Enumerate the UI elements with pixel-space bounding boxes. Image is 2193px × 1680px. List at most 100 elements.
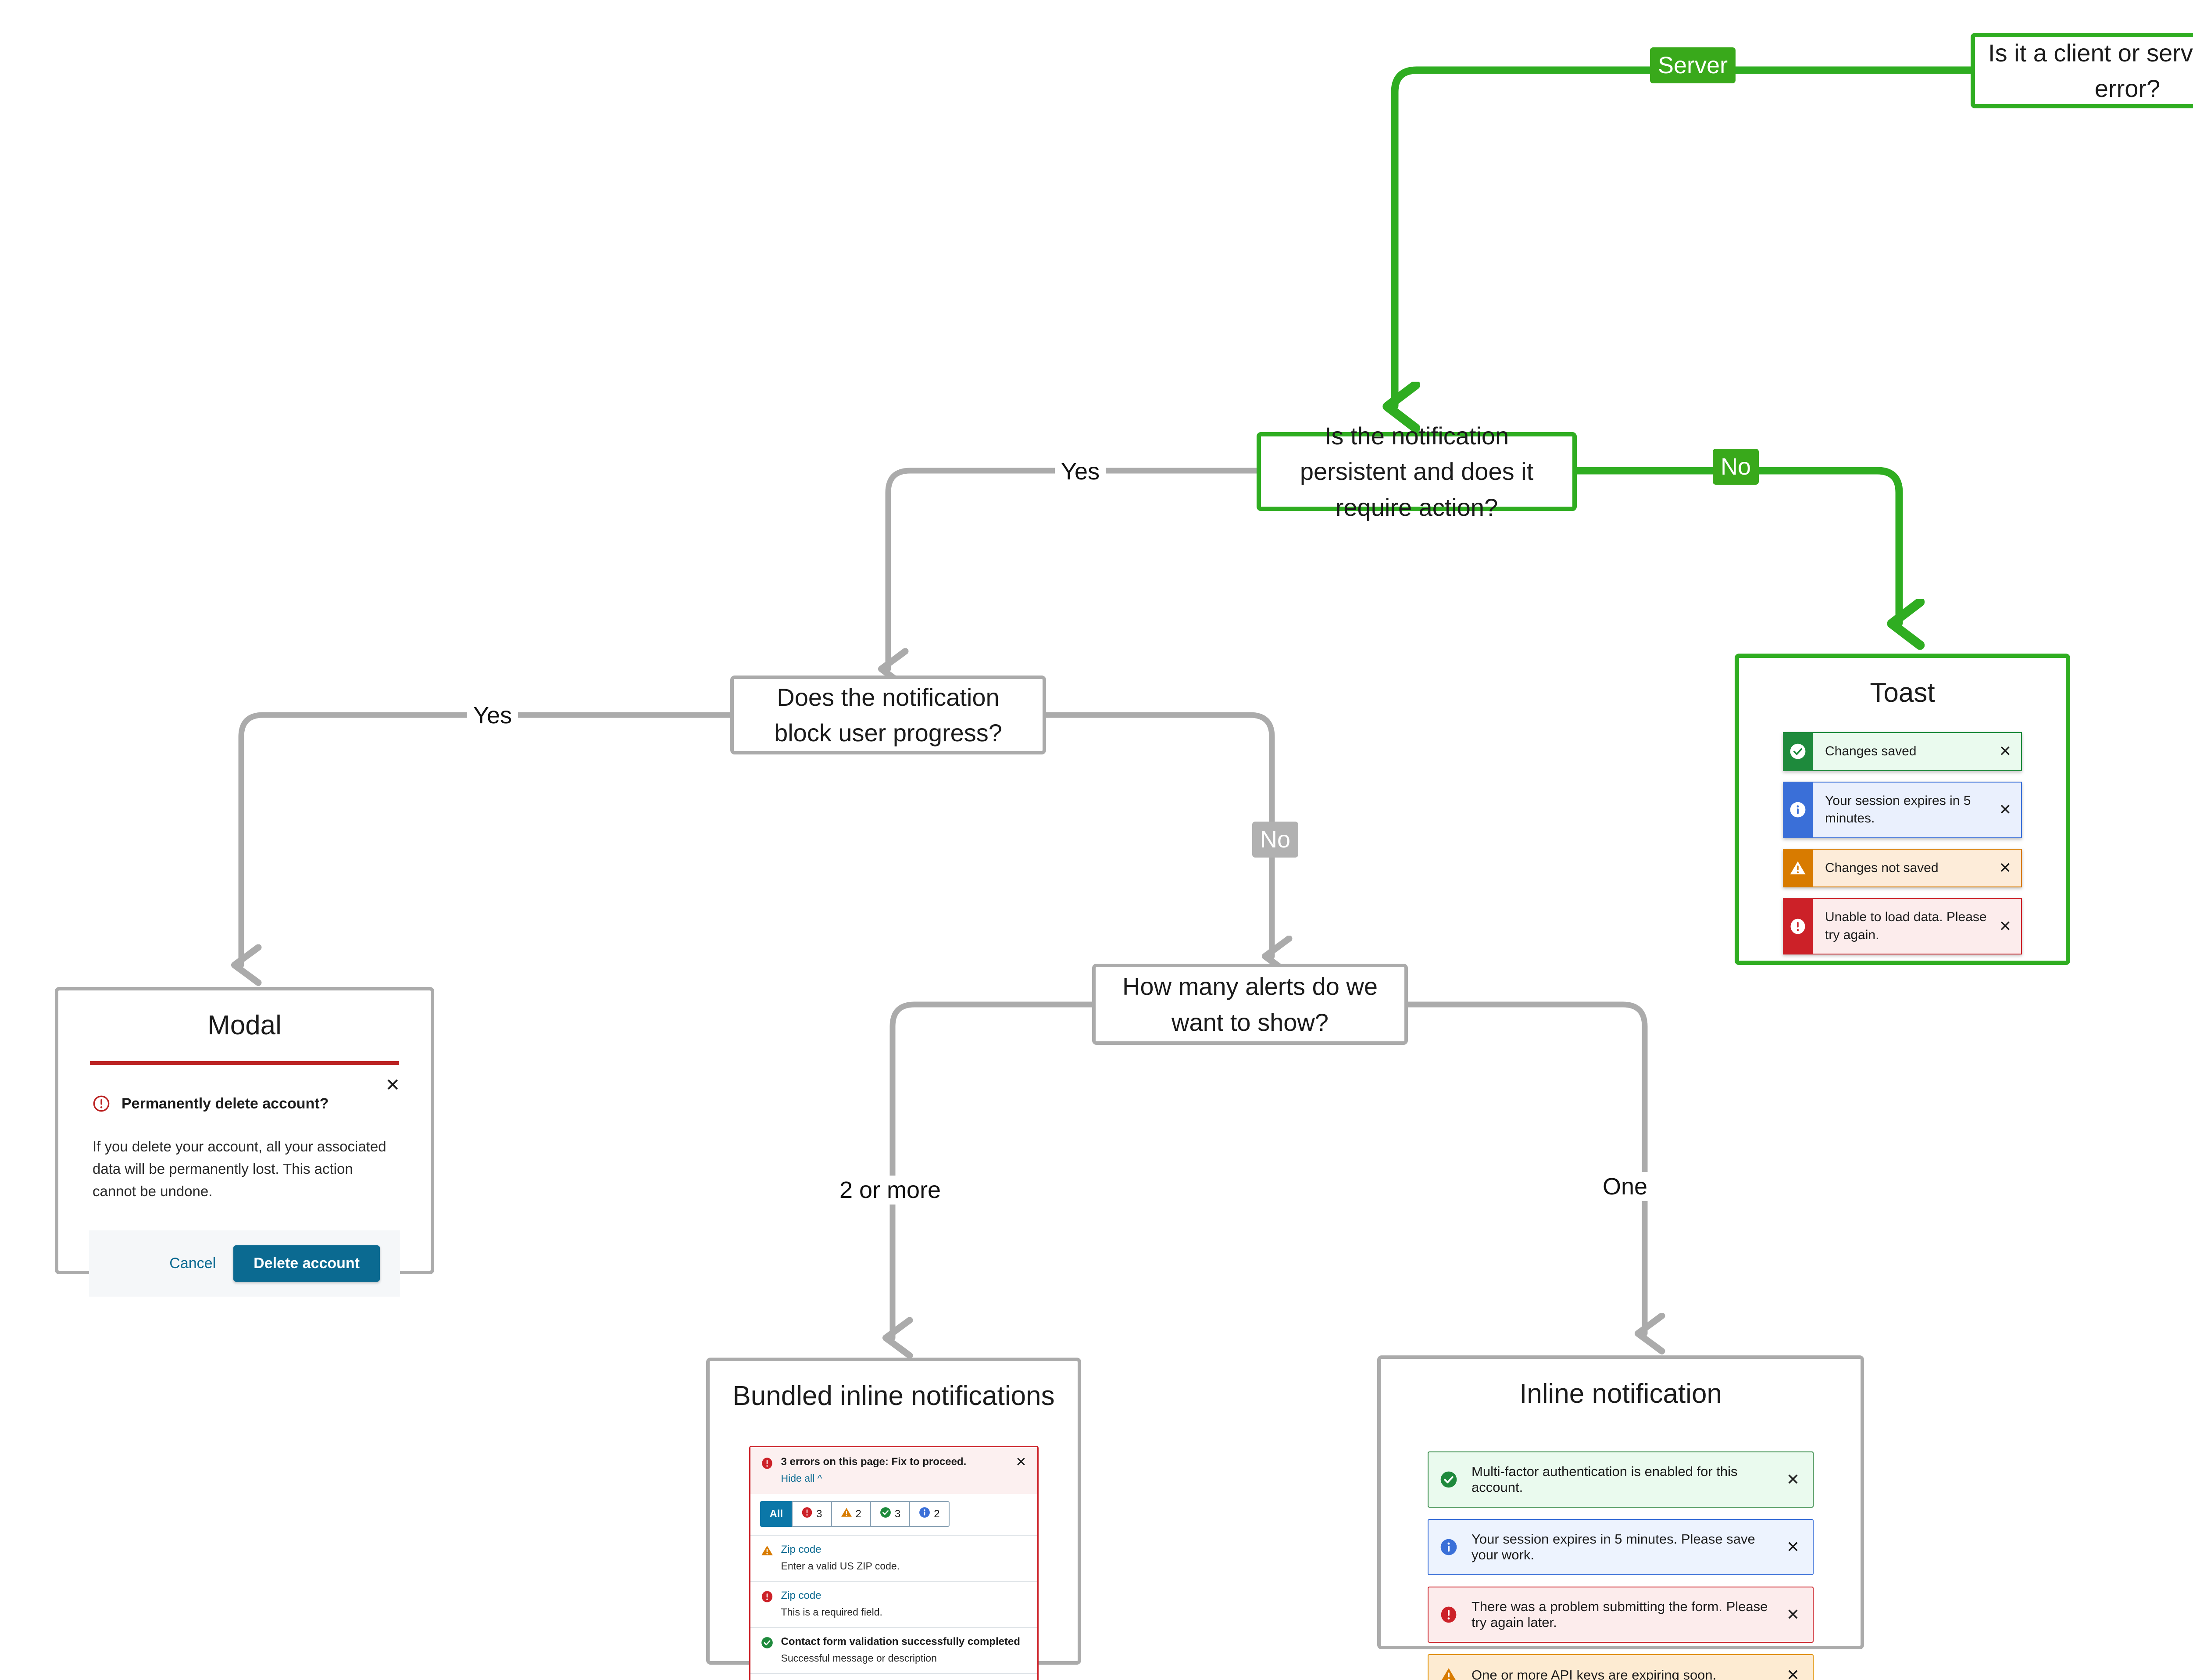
toast-error: Unable to load data. Please try again.✕ xyxy=(1783,898,2022,954)
inline-notification-info: Your session expires in 5 minutes. Pleas… xyxy=(1428,1519,1814,1575)
toast-info: Your session expires in 5 minutes.✕ xyxy=(1783,781,2022,838)
toast-close-button[interactable]: ✕ xyxy=(1999,859,2012,876)
edge-no-block xyxy=(1043,712,1272,956)
edge-label-one: One xyxy=(1597,1172,1654,1201)
error-circle-icon xyxy=(1783,898,1813,954)
tab-info-circle[interactable]: 2 xyxy=(909,1501,950,1527)
modal-heading-row: Permanently delete account? xyxy=(58,1094,431,1112)
edge-one xyxy=(1405,1001,1645,1333)
toast-success: Changes saved✕ xyxy=(1783,732,2022,771)
bundle-summary-text: 3 errors on this page: Fix to proceed. xyxy=(781,1456,967,1468)
error-circle-icon xyxy=(761,1590,773,1605)
panel-bundled-inline-notifications: Bundled inline notifications 3 errors on… xyxy=(706,1358,1081,1680)
edge-label-yes-block: Yes xyxy=(467,701,518,730)
tab-label: All xyxy=(769,1508,783,1520)
inline-message: There was a problem submitting the form.… xyxy=(1472,1599,1768,1630)
modal-close-button[interactable]: ✕ xyxy=(385,1076,400,1095)
edge-label-text: 2 or more xyxy=(839,1177,941,1203)
hide-all-toggle[interactable]: Hide all ^ xyxy=(781,1473,1011,1484)
toast-warn: Changes not saved ✕ xyxy=(1783,848,2022,887)
modal-accent-rule xyxy=(90,1061,399,1065)
toast-list: Changes saved✕ Your session expires in 5 … xyxy=(1783,732,2022,954)
panel-toast: Toast Changes saved✕ Your session expires… xyxy=(1735,654,2070,965)
panel-modal: Modal ✕ Permanently delete account? If y… xyxy=(55,987,434,1297)
inline-message: Your session expires in 5 minutes. Pleas… xyxy=(1472,1531,1755,1562)
bundle-row-description: Successful message or description xyxy=(781,1652,937,1664)
alert-circle-icon xyxy=(93,1095,110,1112)
edge-label-yes-persistent: Yes xyxy=(1055,457,1106,486)
tab-label: 2 xyxy=(934,1508,940,1520)
edge-badge-label: No xyxy=(1260,826,1291,853)
check-circle-icon xyxy=(1440,1471,1464,1488)
hide-all-label: Hide all xyxy=(781,1473,815,1484)
bundle-row: Contact form validation informationInfor… xyxy=(750,1673,1037,1680)
edge-two-or-more xyxy=(893,1001,1095,1338)
edge-label-text: One xyxy=(1603,1173,1648,1200)
error-circle-icon xyxy=(1440,1606,1464,1623)
bundle-row-description: Enter a valid US ZIP code. xyxy=(781,1560,900,1572)
toast-close-button[interactable]: ✕ xyxy=(1999,918,2012,935)
panel-inline-notification: Inline notification Multi-factor authent… xyxy=(1377,1355,1864,1680)
check-circle-icon xyxy=(1783,732,1813,771)
panel-title: Toast xyxy=(1870,678,1935,708)
tab-warning-triangle[interactable]: 2 xyxy=(831,1501,870,1527)
edge-yes-persistent xyxy=(888,468,1260,669)
panel-title: Inline notification xyxy=(1519,1379,1722,1409)
warning-triangle-icon xyxy=(1440,1666,1464,1680)
bundle-row-description: This is a required field. xyxy=(781,1606,882,1618)
toast-close-button[interactable]: ✕ xyxy=(1999,801,2012,818)
check-circle-icon xyxy=(761,1636,773,1651)
edge-badge-no-block: No xyxy=(1252,822,1299,858)
modal-heading: Permanently delete account? xyxy=(121,1095,329,1112)
error-circle-icon xyxy=(801,1507,813,1521)
bundle-row-title: Contact form validation successfully com… xyxy=(781,1636,1020,1648)
chevron-up-icon: ^ xyxy=(817,1473,822,1484)
edge-badge-server: Server xyxy=(1650,47,1736,83)
inline-close-button[interactable]: ✕ xyxy=(1786,1538,1800,1556)
toast-close-button[interactable]: ✕ xyxy=(1999,743,2012,760)
bundled-alert: 3 errors on this page: Fix to proceed. H… xyxy=(749,1446,1039,1680)
inline-notification-list: Multi-factor authentication is enabled f… xyxy=(1428,1451,1814,1680)
warning-triangle-icon xyxy=(841,1507,852,1521)
bundle-row-title[interactable]: Zip code xyxy=(781,1544,821,1555)
edge-badge-label: Server xyxy=(1658,52,1728,79)
node-block-progress[interactable]: Does the notification block user progres… xyxy=(730,676,1046,754)
info-circle-icon xyxy=(1440,1538,1464,1556)
inline-close-button[interactable]: ✕ xyxy=(1786,1605,1800,1623)
inline-close-button[interactable]: ✕ xyxy=(1786,1666,1800,1680)
tab-error-circle[interactable]: 3 xyxy=(792,1501,831,1527)
edge-label-text: Yes xyxy=(473,702,512,729)
node-label: Does the notification block user progres… xyxy=(774,683,1002,747)
inline-close-button[interactable]: ✕ xyxy=(1786,1470,1800,1488)
edge-badge-no-persistent: No xyxy=(1713,449,1759,485)
bundle-row-title[interactable]: Zip code xyxy=(781,1590,821,1601)
warning-triangle-icon xyxy=(761,1544,773,1559)
inline-notification-success: Multi-factor authentication is enabled f… xyxy=(1428,1451,1814,1508)
edge-no-persistent xyxy=(1573,467,1899,623)
node-label: Is the notification persistent and does … xyxy=(1300,422,1534,521)
warning-triangle-icon xyxy=(1783,848,1813,887)
bundle-row: Contact form validation successfully com… xyxy=(750,1627,1037,1673)
inline-notification-error: There was a problem submitting the form.… xyxy=(1428,1587,1814,1643)
tab-check-circle[interactable]: 3 xyxy=(870,1501,910,1527)
edge-server xyxy=(1395,66,1975,406)
node-persistent-action[interactable]: Is the notification persistent and does … xyxy=(1257,422,1577,521)
node-how-many-alerts[interactable]: How many alerts do we want to show? xyxy=(1092,964,1408,1045)
delete-account-button[interactable]: Delete account xyxy=(233,1245,380,1282)
cancel-button[interactable]: Cancel xyxy=(152,1247,233,1280)
toast-message: Changes not saved xyxy=(1825,860,1939,875)
modal-actions: Cancel Delete account xyxy=(89,1230,400,1297)
panel-title: Bundled inline notifications xyxy=(732,1381,1055,1411)
tab-all[interactable]: All xyxy=(760,1501,792,1527)
edge-yes-block xyxy=(241,712,733,965)
inline-message: Multi-factor authentication is enabled f… xyxy=(1472,1464,1738,1495)
bundle-close-button[interactable]: ✕ xyxy=(1015,1455,1027,1469)
